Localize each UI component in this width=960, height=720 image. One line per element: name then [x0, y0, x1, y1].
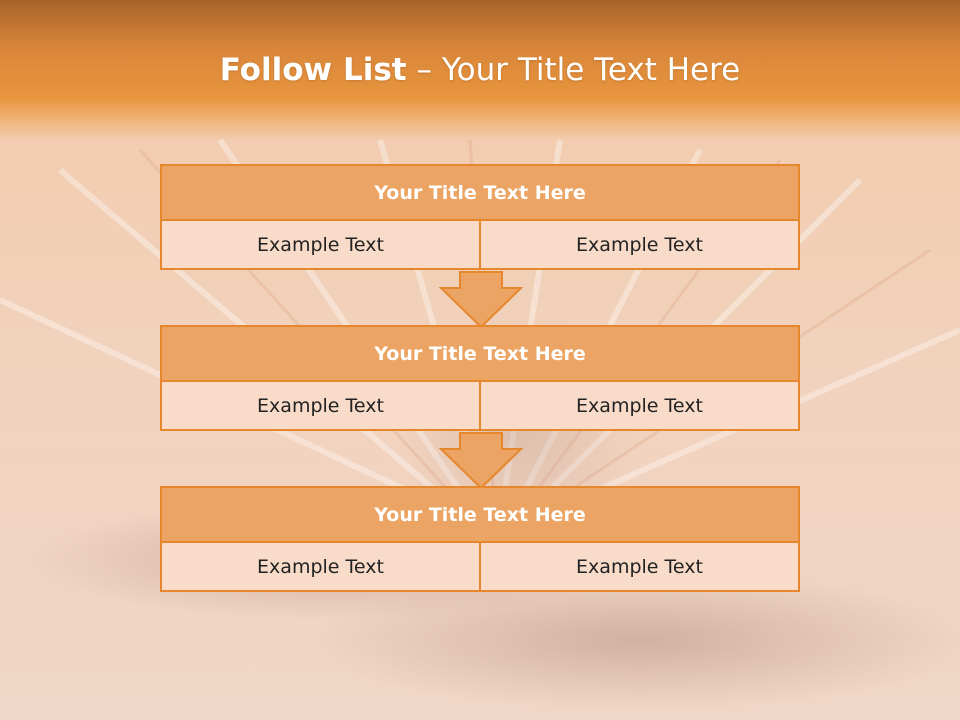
step-title: Your Title Text Here	[160, 486, 800, 543]
slide-title-bold: Follow List	[219, 52, 407, 88]
down-arrow-icon	[438, 432, 524, 490]
step-block-1: Your Title Text Here Example Text Exampl…	[160, 164, 800, 270]
slide-title: Follow List – Your Title Text Here	[0, 52, 960, 88]
step-title: Your Title Text Here	[160, 325, 800, 382]
step-block-3: Your Title Text Here Example Text Exampl…	[160, 486, 800, 592]
step-cell-right: Example Text	[479, 380, 800, 431]
step-cell-left: Example Text	[160, 380, 481, 431]
step-cell-left: Example Text	[160, 541, 481, 592]
step-cell-right: Example Text	[479, 541, 800, 592]
step-title: Your Title Text Here	[160, 164, 800, 221]
down-arrow-icon	[438, 271, 524, 329]
header-band	[0, 0, 960, 140]
slide-title-rest: – Your Title Text Here	[406, 52, 741, 88]
step-block-2: Your Title Text Here Example Text Exampl…	[160, 325, 800, 431]
step-cell-right: Example Text	[479, 219, 800, 270]
step-cell-left: Example Text	[160, 219, 481, 270]
